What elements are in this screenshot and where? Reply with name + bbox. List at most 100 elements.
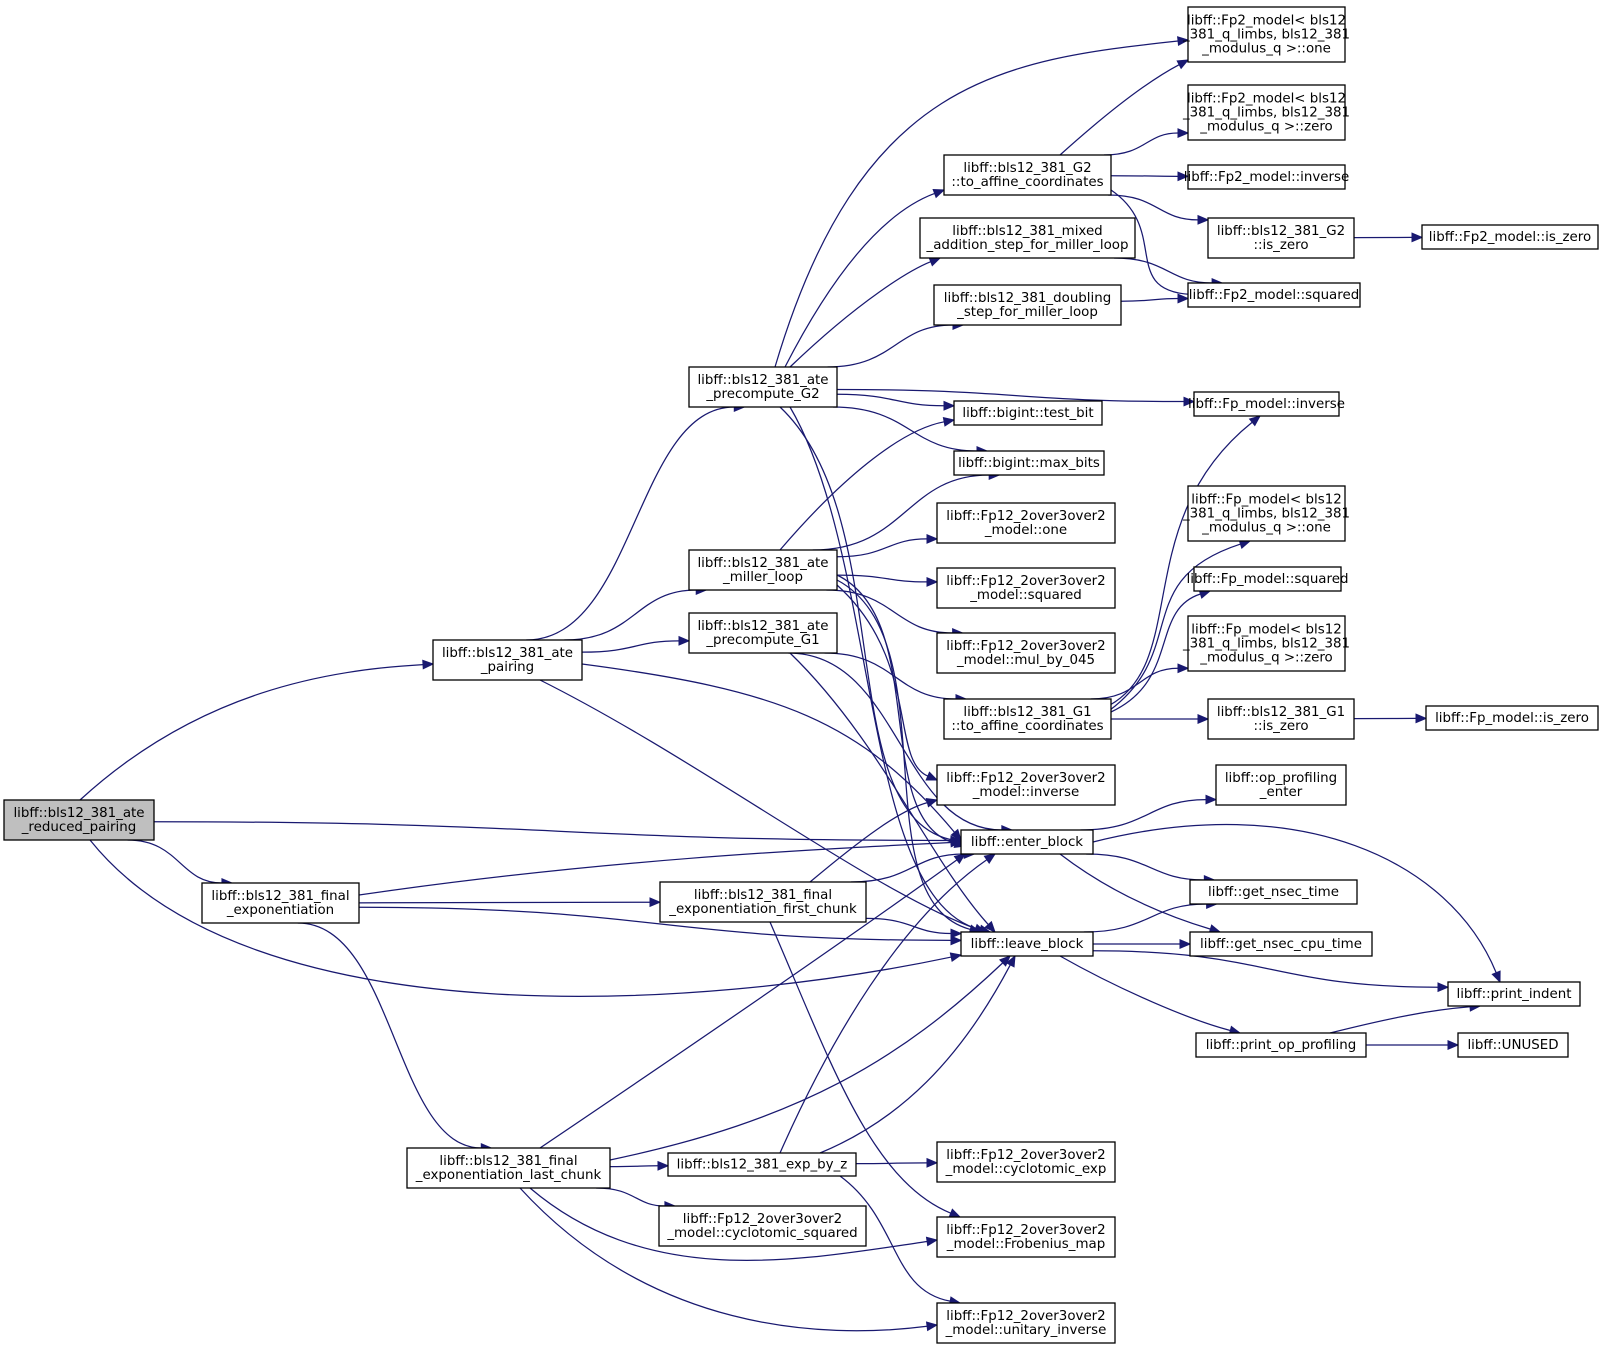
edge-line (812, 474, 990, 551)
node-box (667, 1152, 857, 1177)
node-label: libff::bls12_381_final (439, 1154, 577, 1169)
node-label: _381_q_limbs, bls12_381 (1182, 637, 1350, 652)
node-label: libff::print_op_profiling (1206, 1038, 1357, 1053)
node-label: libff::print_indent (1456, 987, 1571, 1002)
node-mixed_add[interactable]: libff::bls12_381_mixed_addition_step_for… (919, 217, 1136, 259)
node-fp2_zero[interactable]: libff::Fp2_model< bls12_381_q_limbs, bls… (1182, 84, 1350, 141)
node-precompute_G1[interactable]: libff::bls12_381_ate_precompute_G1 (688, 612, 838, 654)
edge-G2_to_affine-to-fp2_inverse (1110, 171, 1190, 182)
nodes-layer: libff::bls12_381_ate_reduced_pairinglibf… (3, 6, 1599, 1344)
node-fp2_squared[interactable]: libff::Fp2_model::squared (1187, 282, 1361, 308)
node-fp2_inverse[interactable]: libff::Fp2_model::inverse (1184, 164, 1349, 190)
edge-final_exp_last-to-exp_by_z (609, 1160, 670, 1171)
node-final_exp_first[interactable]: libff::bls12_381_final_exponentiation_fi… (659, 881, 867, 923)
edge-line (784, 192, 935, 368)
edge-line (1092, 950, 1439, 988)
node-ate_pairing[interactable]: libff::bls12_381_ate_pairing (432, 639, 583, 681)
node-G2_is_zero[interactable]: libff::bls12_381_G2::is_zero (1207, 217, 1355, 259)
arrowhead-icon (1177, 128, 1190, 138)
node-box (1193, 566, 1342, 592)
node-G1_to_affine[interactable]: libff::bls12_381_G1::to_affine_coordinat… (943, 698, 1112, 740)
node-box (1189, 931, 1373, 957)
edge-line (836, 574, 956, 844)
edge-final_exp_first-to-enter_block (850, 849, 976, 883)
edge-print_op_prof-to-unused (1366, 1040, 1460, 1050)
node-final_exp[interactable]: libff::bls12_381_final_exponentiation (201, 882, 360, 924)
node-exp_by_z[interactable]: libff::bls12_381_exp_by_z (667, 1152, 857, 1177)
arrowhead-icon (926, 1157, 939, 1168)
node-label: _model::cyclotomic_squared (666, 1226, 857, 1241)
node-fp_inverse[interactable]: libff::Fp_model::inverse (1188, 391, 1345, 417)
node-label: libff::Fp2_model< bls12 (1187, 14, 1346, 29)
edge-line (809, 802, 928, 883)
node-fp12_unitary[interactable]: libff::Fp12_2over3over2_model::unitary_i… (936, 1302, 1116, 1344)
node-box (943, 154, 1112, 196)
node-label: libff::enter_block (971, 835, 1083, 850)
edge-line (1110, 189, 1191, 295)
node-label: _model::one (984, 523, 1067, 538)
node-label: libff::bls12_381_ate (697, 373, 828, 388)
edge-line (774, 40, 1179, 368)
edge-line (1109, 421, 1253, 706)
node-fp12_cyc_sq[interactable]: libff::Fp12_2over3over2_model::cyclotomi… (658, 1205, 867, 1247)
node-unused[interactable]: libff::UNUSED (1457, 1032, 1569, 1058)
arrowhead-icon (1415, 713, 1428, 724)
node-get_nsec_cpu[interactable]: libff::get_nsec_cpu_time (1189, 931, 1373, 957)
node-fp12_squared[interactable]: libff::Fp12_2over3over2_model::squared (936, 567, 1116, 609)
node-get_nsec_time[interactable]: libff::get_nsec_time (1189, 879, 1358, 905)
node-G1_is_zero[interactable]: libff::bls12_381_G1::is_zero (1207, 698, 1355, 740)
node-fp_squared[interactable]: libff::Fp_model::squared (1187, 566, 1349, 592)
node-label: _miller_loop (722, 570, 803, 585)
edge-line (836, 584, 929, 777)
node-box (936, 1302, 1116, 1344)
node-fp2_one[interactable]: libff::Fp2_model< bls12_381_q_limbs, bls… (1182, 6, 1350, 63)
node-label: libff::Fp12_2over3over2 (946, 639, 1105, 654)
node-label: _381_q_limbs, bls12_381 (1182, 106, 1350, 121)
node-precompute_G2[interactable]: libff::bls12_381_ate_precompute_G2 (688, 366, 838, 408)
node-G2_to_affine[interactable]: libff::bls12_381_G2::to_affine_coordinat… (943, 154, 1112, 196)
node-print_op_prof[interactable]: libff::print_op_profiling (1195, 1032, 1367, 1058)
node-box (1215, 764, 1347, 806)
arrowhead-icon (925, 771, 939, 781)
node-box (688, 612, 838, 654)
edge-G2_to_affine-to-fp2_one (1059, 59, 1190, 156)
edge-line (850, 853, 965, 883)
node-label: _reduced_pairing (21, 820, 137, 835)
node-label: ::is_zero (1253, 719, 1308, 734)
node-fp_one[interactable]: libff::Fp_model< bls12_381_q_limbs, bls1… (1182, 485, 1350, 542)
edge-line (596, 1187, 665, 1207)
node-box (1193, 391, 1340, 417)
node-label: libff::get_nsec_time (1208, 885, 1339, 900)
node-enter_block[interactable]: libff::enter_block (960, 829, 1094, 855)
node-doubling[interactable]: libff::bls12_381_doubling_step_for_mille… (933, 284, 1122, 326)
edge-final_exp_last-to-enter_block (539, 853, 967, 1149)
node-fp_zero[interactable]: libff::Fp_model< bls12_381_q_limbs, bls1… (1182, 615, 1350, 672)
node-fp12_mul045[interactable]: libff::Fp12_2over3over2_model::mul_by_04… (936, 632, 1116, 674)
node-miller_loop[interactable]: libff::bls12_381_ate_miller_loop (688, 549, 838, 591)
node-op_prof_enter[interactable]: libff::op_profiling_enter (1215, 764, 1347, 806)
node-fp2_is_zero[interactable]: libff::Fp2_model::is_zero (1421, 224, 1599, 250)
node-label: ::to_affine_coordinates (951, 719, 1103, 734)
node-root[interactable]: libff::bls12_381_ate_reduced_pairing (3, 799, 155, 841)
edge-line (358, 901, 651, 904)
node-leave_block[interactable]: libff::leave_block (960, 931, 1094, 957)
node-fp12_frob[interactable]: libff::Fp12_2over3over2_model::Frobenius… (936, 1216, 1116, 1258)
edge-line (581, 663, 956, 833)
node-box (936, 1216, 1116, 1258)
edge-root-to-leave_block (89, 839, 963, 997)
node-print_indent[interactable]: libff::print_indent (1447, 981, 1581, 1007)
node-fp12_one[interactable]: libff::Fp12_2over3over2_model::one (936, 502, 1116, 544)
node-test_bit[interactable]: libff::bigint::test_bit (953, 400, 1103, 426)
node-label: _model::inverse (972, 785, 1080, 800)
arrowhead-icon (1177, 171, 1190, 182)
node-max_bits[interactable]: libff::bigint::max_bits (953, 450, 1105, 476)
node-box (3, 799, 155, 841)
node-label: libff::Fp12_2over3over2 (683, 1212, 842, 1227)
node-box (688, 366, 838, 408)
node-fp_is_zero[interactable]: libff::Fp_model::is_zero (1425, 705, 1599, 731)
node-fp12_inverse[interactable]: libff::Fp12_2over3over2_model::inverse (936, 764, 1116, 806)
arrowhead-icon (925, 797, 939, 808)
node-fp12_cyc_exp[interactable]: libff::Fp12_2over3over2_model::cyclotomi… (936, 1141, 1116, 1183)
node-final_exp_last[interactable]: libff::bls12_381_final_exponentiation_la… (406, 1147, 611, 1189)
arrowhead-icon (422, 659, 435, 670)
